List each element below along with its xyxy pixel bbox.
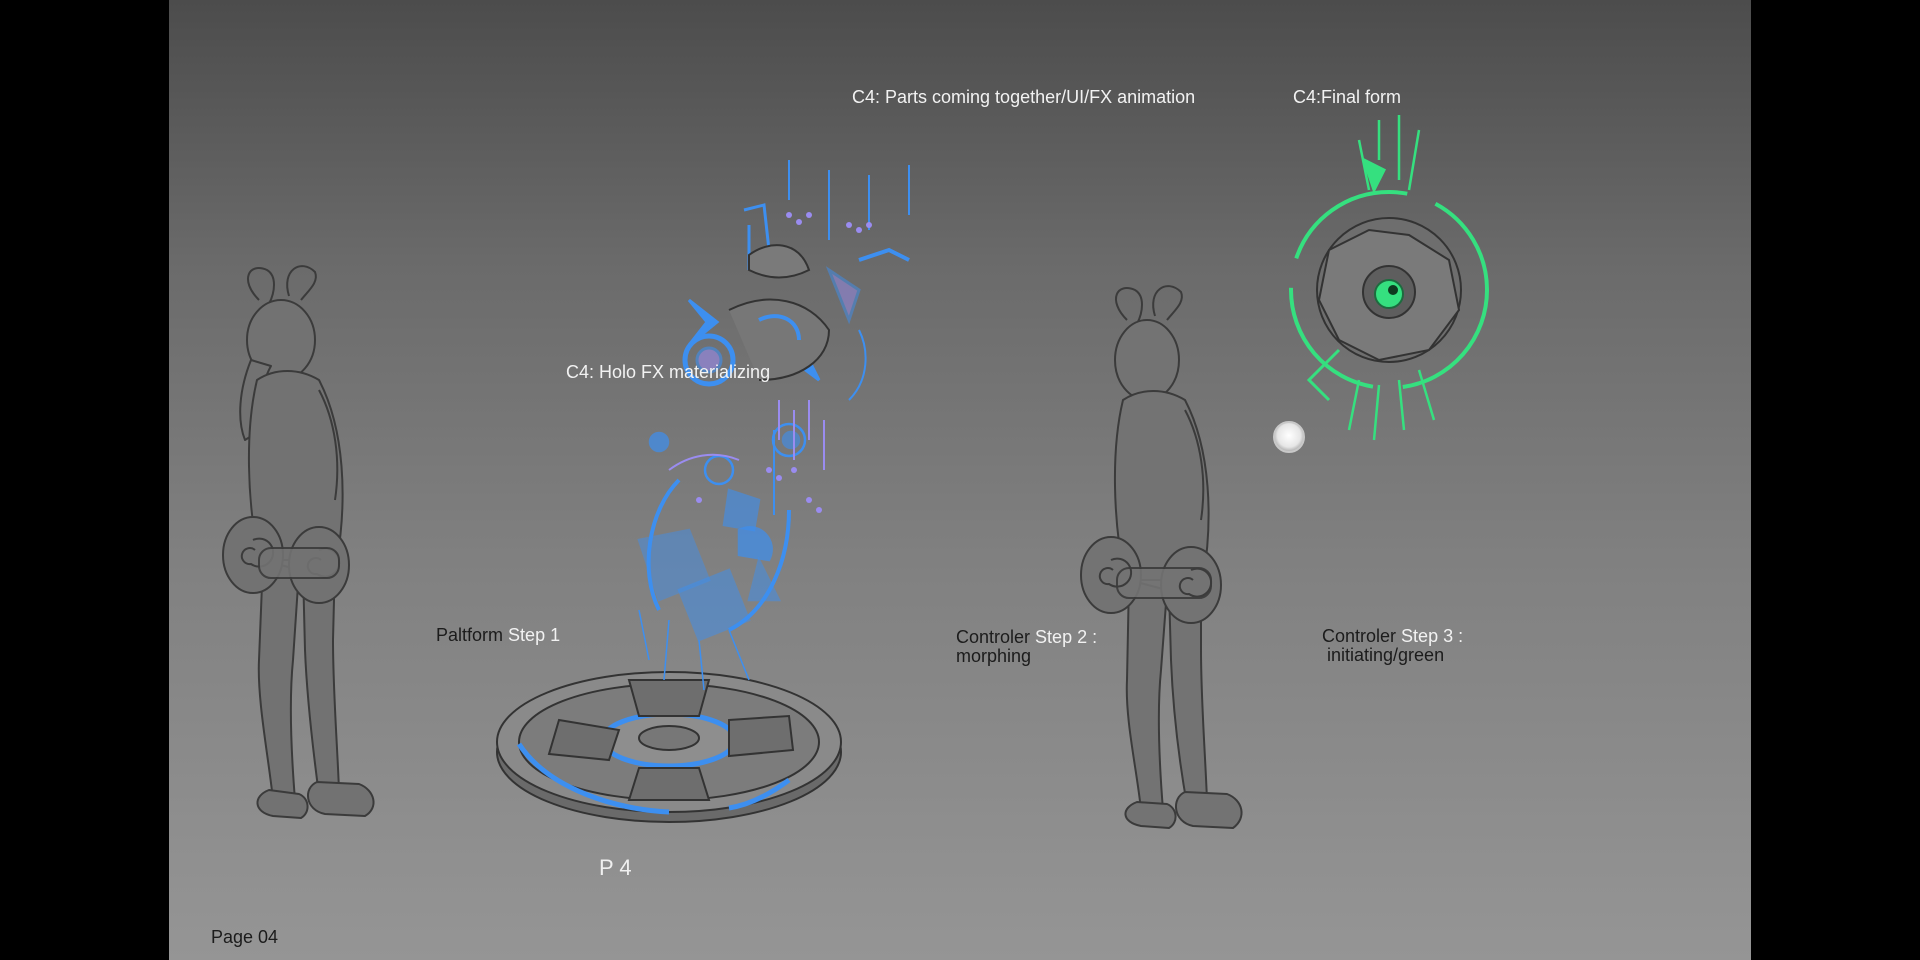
controller-assembly: [682, 160, 910, 515]
concept-art-slide: C4: Parts coming together/UI/FX animatio…: [169, 0, 1751, 960]
label-step-1: Paltform Step 1: [436, 625, 560, 645]
label-parts-coming-together: C4: Parts coming together/UI/FX animatio…: [852, 87, 1196, 107]
label-step-2-step: Step 2: [1035, 627, 1088, 647]
holo-fx-cluster: [637, 422, 822, 691]
label-final-form: C4:Final form: [1293, 87, 1402, 107]
label-step-2: Controler Step 2 :: [956, 627, 1097, 647]
character-sketch-left: [222, 265, 375, 819]
label-step-1-step: Step 1: [508, 625, 561, 645]
label-step-3-colon: :: [1458, 626, 1464, 646]
character-sketch-right: [1080, 285, 1243, 829]
artwork-canvas: [222, 115, 1489, 829]
label-step-3-step: Step 3: [1401, 626, 1454, 646]
label-step-1-prefix: Paltform: [436, 625, 504, 645]
label-holo-fx: C4: Holo FX materializing: [566, 362, 771, 382]
label-step-2-morphing: morphing: [956, 646, 1032, 666]
label-step-2-prefix: Controler: [956, 627, 1031, 647]
label-step-3-prefix: Controler: [1322, 626, 1397, 646]
label-step-3: Controler Step 3 :: [1322, 626, 1463, 646]
page-number: Page 04: [211, 927, 279, 947]
label-step-3-initiating: initiating/green: [1327, 645, 1445, 665]
controller-final-form: [1289, 115, 1489, 441]
panel-number: P 4: [599, 855, 632, 880]
label-step-2-colon: :: [1092, 627, 1098, 647]
white-orb: [1273, 421, 1305, 453]
platform-disc: [496, 671, 842, 823]
